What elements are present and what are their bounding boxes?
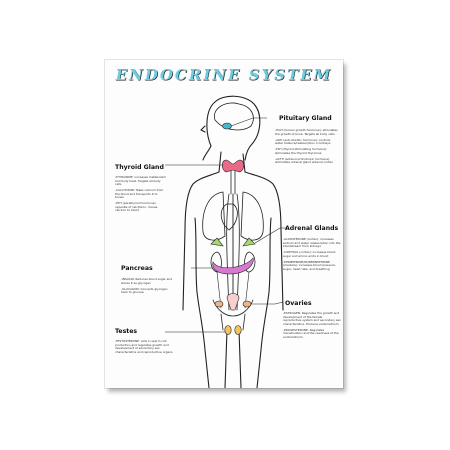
- head-outline: [206, 95, 261, 161]
- heart-outline: [220, 203, 238, 231]
- leader-ovaries: [251, 301, 284, 305]
- pancreas: [212, 257, 254, 275]
- adrenal-line: -CORTISOL (cortex): increases blood suga…: [283, 250, 336, 258]
- pituitary-line: -TSH (thyroid-stimulating hormone): stim…: [275, 147, 328, 155]
- body-outline: [182, 171, 220, 311]
- pituitary-line: -ADH (anti-diuretic hormone): controls w…: [275, 137, 331, 146]
- pituitary-heading: Pituitary Gland: [279, 115, 332, 122]
- leader-pituitary: [230, 117, 267, 127]
- pituitary-description: -HGH (human growth hormone): stimulates …: [275, 128, 339, 167]
- thyroid-description: -THYROXINE: increases metabolism and bod…: [115, 175, 167, 215]
- thyroid-line: -CALCITONIN: Takes calcium from the bloo…: [115, 188, 164, 200]
- thyroid-line: -PTH (parathyroid hormone): opposite of …: [115, 201, 158, 213]
- testis-left: [224, 325, 232, 335]
- pancreas-description: -INSULIN: Reduces blood sugar and stores…: [121, 277, 175, 297]
- thyroid-gland: [221, 159, 245, 173]
- pancreas-line: -INSULIN: Reduces blood sugar and stores…: [121, 277, 173, 285]
- testes-description: -TESTOSTERONE: Aids in sperm cell produc…: [115, 339, 175, 357]
- brain-outline: [213, 102, 254, 131]
- testes-line: -TESTOSTERONE: Aids in sperm cell produc…: [115, 339, 173, 354]
- testes-heading: Testes: [115, 328, 138, 335]
- adrenal-heading: Adrenal Glands: [285, 225, 339, 232]
- adrenal-description: -ALDOSTERONE (cortex): increases sodium …: [283, 237, 341, 274]
- pituitary-gland: [222, 122, 232, 130]
- thyroid-line: -THYROXINE: increases metabolism and bod…: [115, 175, 166, 186]
- ovary-left: [214, 300, 224, 308]
- adrenal-line: -ALDOSTERONE (cortex): increases sodium …: [283, 237, 341, 248]
- poster-board: ENDOCRINE SYSTEM Pituitary Gland -HGH (h…: [105, 60, 343, 388]
- poster-title: ENDOCRINE SYSTEM: [115, 66, 333, 84]
- uterus: [226, 293, 240, 311]
- pancreas-heading: Pancreas: [121, 265, 153, 272]
- pituitary-line: -ACTH (adrenocorticotropic hormone): sti…: [275, 156, 333, 165]
- leader-adrenal: [254, 227, 287, 244]
- ovary-right: [242, 300, 252, 308]
- thyroid-heading: Thyroid Gland: [115, 164, 164, 171]
- adrenal-line: -EPINEPHRINE/NOREPINEPHRINE (medulla): i…: [283, 259, 336, 271]
- adrenal-gland-left: [210, 237, 224, 247]
- adrenal-gland-right: [242, 237, 256, 247]
- ovaries-line: -PROGESTERONE: Regulates menstruation an…: [283, 327, 339, 339]
- ovaries-description: -ESTROGEN: Regulates the growth and deve…: [283, 311, 341, 342]
- left-lung: [202, 191, 226, 241]
- ovaries-line: -ESTROGEN: Regulates the growth and deve…: [283, 311, 341, 326]
- pituitary-line: -HGH (human growth hormone): stimulates …: [275, 128, 338, 136]
- right-lung: [240, 191, 264, 241]
- human-body-diagram: [165, 95, 287, 388]
- ovaries-heading: Ovaries: [285, 300, 312, 307]
- pancreas-line: -GLUCAGON: Converts glycogen back to glu…: [121, 286, 168, 295]
- testis-right: [234, 325, 242, 335]
